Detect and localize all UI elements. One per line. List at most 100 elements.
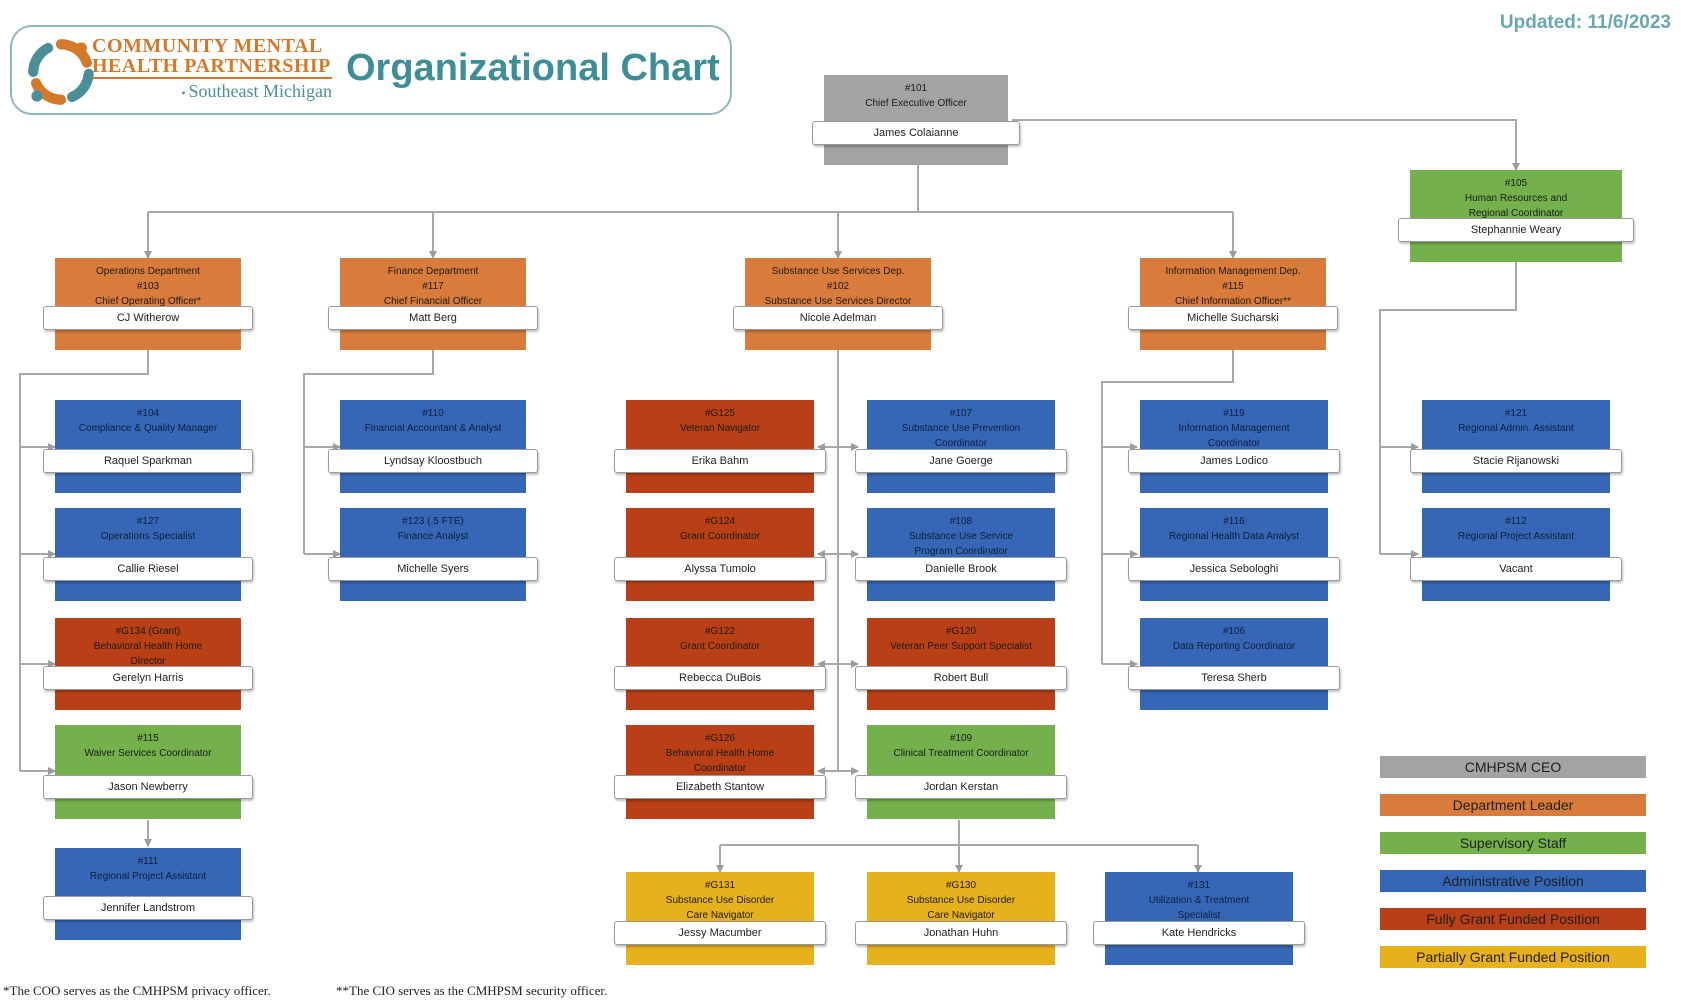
position-box-base: [1140, 344, 1326, 350]
position-box-base: [1422, 487, 1610, 493]
position-holder-name: Jason Newberry: [43, 775, 253, 799]
position-box-base: [55, 344, 241, 350]
position-holder-name: Jennifer Landstrom: [43, 896, 253, 920]
position-holder-name: Teresa Sherb: [1128, 666, 1340, 690]
position-box-base: [1140, 487, 1328, 493]
position-holder-name: Jessica Sebologhi: [1128, 557, 1340, 581]
position-holder-name: Danielle Brook: [855, 557, 1067, 581]
position-holder-name: Elizabeth Stantow: [614, 775, 826, 799]
position-holder-name: Kate Hendricks: [1093, 921, 1305, 945]
position-holder-name: Stephannie Weary: [1398, 218, 1634, 242]
position-box-base: [626, 813, 814, 819]
position-holder-name: Jessy Macumber: [614, 921, 826, 945]
position-holder-name: Stacie Rijanowski: [1410, 449, 1622, 473]
position-box-base: [1140, 704, 1328, 710]
position-box-base: [867, 959, 1055, 965]
position-box-base: [55, 934, 241, 940]
position-box-base: [340, 595, 526, 601]
position-holder-name: Matt Berg: [328, 306, 538, 330]
position-box-base: [626, 595, 814, 601]
organization-logo-icon: [28, 39, 94, 105]
org-name-divider: [92, 77, 332, 79]
position-box-base: [55, 487, 241, 493]
position-holder-name: Jane Goerge: [855, 449, 1067, 473]
position-holder-name: Alyssa Tumolo: [614, 557, 826, 581]
updated-date: Updated: 11/6/2023: [1499, 12, 1671, 33]
legend-item: Partially Grant Funded Position: [1380, 946, 1646, 968]
footnote-coo: *The COO serves as the CMHPSM privacy of…: [3, 983, 271, 998]
position-holder-name: Rebecca DuBois: [614, 666, 826, 690]
organization-name: COMMUNITY MENTAL HEALTH PARTNERSHIP Sout…: [92, 36, 332, 104]
position-box-base: [1140, 595, 1328, 601]
position-box-base: [867, 704, 1055, 710]
legend-item: Administrative Position: [1380, 870, 1646, 892]
position-holder-name: Vacant: [1410, 557, 1622, 581]
legend-item: Department Leader: [1380, 794, 1646, 816]
position-holder-name: Jonathan Huhn: [855, 921, 1067, 945]
position-box-base: [340, 344, 526, 350]
position-holder-name: Michelle Syers: [328, 557, 538, 581]
position-holder-name: James Colaianne: [812, 121, 1020, 145]
position-holder-name: Gerelyn Harris: [43, 666, 253, 690]
position-holder-name: Robert Bull: [855, 666, 1067, 690]
position-box-base: [626, 959, 814, 965]
position-title: #123 (.5 FTE)Finance Analyst: [340, 508, 526, 596]
legend-item: Supervisory Staff: [1380, 832, 1646, 854]
position-box-base: [867, 487, 1055, 493]
position-box-base: [626, 487, 814, 493]
org-name-line1: COMMUNITY MENTAL: [92, 35, 323, 57]
position-box-base: [1410, 256, 1622, 262]
org-name-line3: Southeast Michigan: [92, 80, 332, 104]
position-box-base: [55, 704, 241, 710]
position-holder-name: Michelle Sucharski: [1128, 306, 1338, 330]
footnote-cio: **The CIO serves as the CMHPSM security …: [336, 983, 608, 998]
org-name-line2: HEALTH PARTNERSHIP: [92, 55, 331, 77]
position-holder-name: Callie Riesel: [43, 557, 253, 581]
position-box-base: [1105, 959, 1293, 965]
